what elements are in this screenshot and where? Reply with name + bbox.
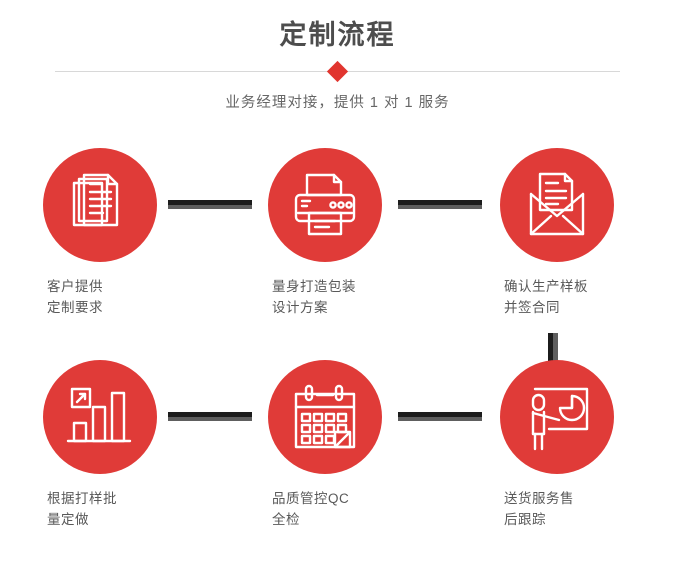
flow-row-1: 客户提供 定制要求 [0,148,675,373]
flow-step-5-label: 品质管控QC 全检 [272,491,350,527]
diamond-icon [326,60,349,82]
title-divider [0,58,675,84]
presenter-pie-chart-icon [531,387,589,451]
flow-step-4[interactable]: 根据打样批 量定做 [25,360,175,530]
envelope-document-icon [529,172,585,236]
printer-icon [294,173,356,236]
process-flow: 客户提供 定制要求 [0,148,675,572]
flow-step-6[interactable]: 送货服务售 后跟踪 [482,360,632,530]
flow-step-1[interactable]: 客户提供 定制要求 [25,148,175,318]
bar-chart-growth-icon [66,387,132,443]
flow-step-4-label: 根据打样批 量定做 [47,491,117,527]
connector-dark-band [548,333,553,373]
connector-gray-band [168,205,252,209]
connector-gray-band [398,205,482,209]
calendar-check-icon [294,384,356,449]
flow-step-4-circle [43,360,157,474]
flow-step-3-label: 确认生产样板 并签合同 [504,279,588,315]
flow-step-2[interactable]: 量身打造包装 设计方案 [250,148,400,318]
flow-step-2-label: 量身打造包装 设计方案 [272,279,356,315]
page-subtitle: 业务经理对接，提供 1 对 1 服务 [225,95,450,111]
flow-step-6-label: 送货服务售 后跟踪 [504,491,574,527]
page-header: 定制流程 业务经理对接，提供 1 对 1 服务 [0,0,675,113]
flow-step-5[interactable]: 品质管控QC 全检 [250,360,400,530]
flow-step-1-label: 客户提供 定制要求 [47,279,103,315]
connector-gray-band [398,417,482,421]
flow-step-5-circle [268,360,382,474]
page-title: 定制流程 [279,20,396,50]
flow-row-2: 根据打样批 量定做 [0,360,675,572]
flow-step-2-circle [268,148,382,262]
connector-dark-band [398,412,482,417]
connector-step2-step3 [398,200,482,209]
connector-step3-step6 [548,333,558,373]
documents-icon [72,173,119,227]
connector-gray-band [168,417,252,421]
flow-step-6-circle [500,360,614,474]
connector-step5-step6 [398,412,482,421]
flow-step-3-circle [500,148,614,262]
connector-dark-band [168,200,252,205]
connector-dark-band [168,412,252,417]
connector-gray-band [553,333,558,373]
connector-step1-step2 [168,200,252,209]
flow-step-3[interactable]: 确认生产样板 并签合同 [482,148,632,318]
connector-dark-band [398,200,482,205]
connector-step4-step5 [168,412,252,421]
flow-step-1-circle [43,148,157,262]
